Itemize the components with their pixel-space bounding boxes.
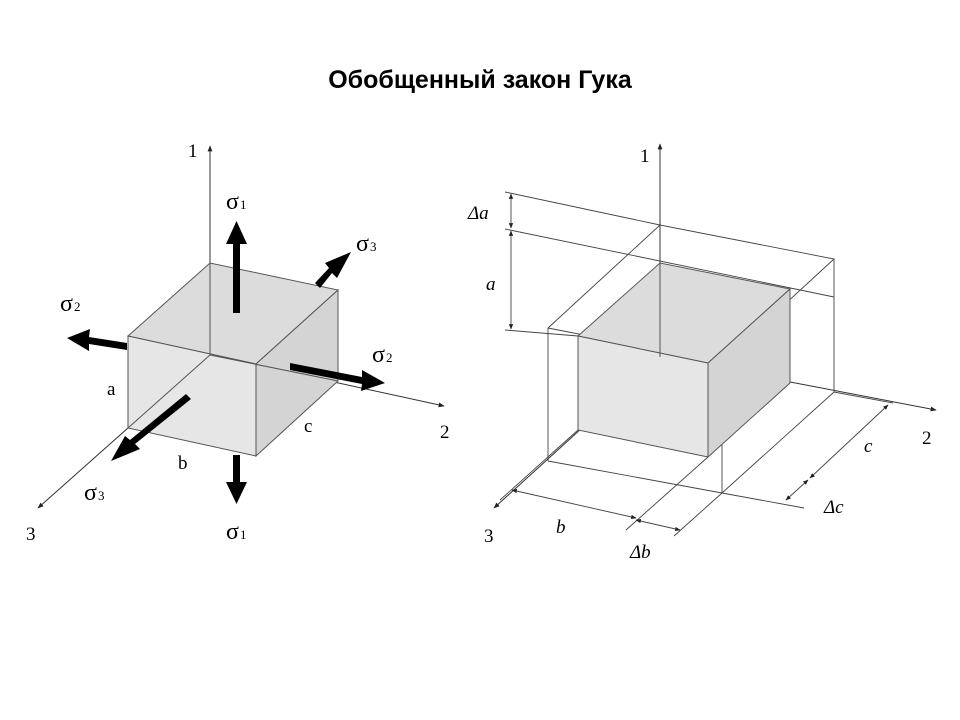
sigma3-back-arrow <box>315 252 351 288</box>
dim-delta-b <box>635 518 681 532</box>
axis-3-label-right: 3 <box>484 526 494 547</box>
sigma3-front-arrow <box>111 394 191 461</box>
delta-a-label: Δa <box>467 203 489 224</box>
c-label: c <box>864 436 873 457</box>
ext-line-a-bottom <box>504 329 579 337</box>
a-label: a <box>486 274 496 295</box>
dim-b <box>511 488 637 520</box>
axis-1-label-left: 1 <box>188 141 198 162</box>
dim-delta-c <box>785 479 809 501</box>
sigma1-top-label: σ1 <box>226 189 246 215</box>
delta-b-label: Δb <box>629 542 651 563</box>
ext-line-delta-b <box>673 492 723 537</box>
ext-line-delta-a-top <box>504 191 661 226</box>
cube-hidden-edge-diagonal <box>127 354 211 429</box>
sigma2-right-label: σ2 <box>372 342 392 368</box>
original-cube <box>576 262 792 459</box>
deformed-box-bottom-front <box>547 460 723 494</box>
ext-line-b-left <box>499 429 579 501</box>
dim-c <box>809 404 889 479</box>
sigma2-right-arrow <box>290 363 385 391</box>
delta-c-label: Δc <box>823 497 844 518</box>
edge-a-label-left: a <box>107 379 116 400</box>
ext-line-delta-a-bottom <box>504 228 835 298</box>
sigma2-left-arrow <box>67 329 127 351</box>
slide-title: Обобщенный закон Гука <box>328 66 632 94</box>
ext-line-delta-c <box>721 492 805 509</box>
axis-1-label-right: 1 <box>640 146 650 167</box>
axis-2-label-right: 2 <box>922 428 932 449</box>
ext-line-c <box>833 391 894 404</box>
left-cube-diagram: 1 2 3 a b c σ1 σ1 σ2 σ2 σ3 σ3 <box>26 141 450 545</box>
sigma1-bottom-label: σ1 <box>226 519 246 545</box>
right-cube-diagram: 1 2 3 Δa a b Δb c Δc <box>467 143 937 563</box>
ext-line-b-right <box>625 456 709 531</box>
sigma3-front-label: σ3 <box>84 480 104 506</box>
edge-c-label-left: c <box>304 416 312 437</box>
deformed-box <box>547 224 835 494</box>
b-label: b <box>556 517 566 538</box>
cube-hidden-edge-right <box>209 354 339 382</box>
axis-2-label-left: 2 <box>440 422 450 443</box>
sigma1-top-arrow <box>226 221 247 313</box>
sigma2-left-label: σ2 <box>60 291 80 317</box>
sigma3-back-label: σ3 <box>356 231 376 257</box>
sigma1-bottom-arrow <box>226 455 247 504</box>
edge-b-label-left: b <box>178 453 188 474</box>
axis-3-label-left: 3 <box>26 524 36 545</box>
cube-front-face <box>127 335 257 457</box>
